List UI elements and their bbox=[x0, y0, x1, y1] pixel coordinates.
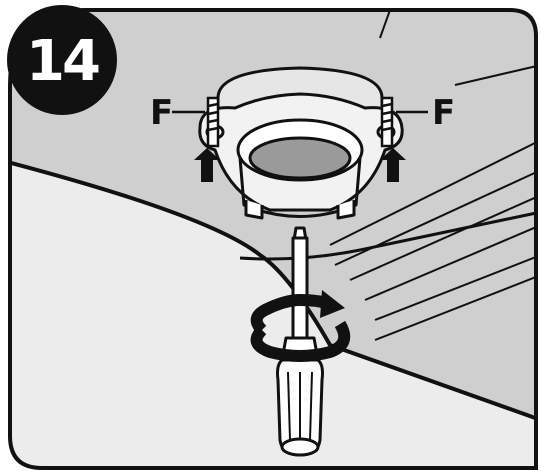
handle-groove-3 bbox=[309, 371, 313, 441]
left-callout-label: F bbox=[150, 93, 173, 133]
screwdriver-shaft bbox=[291, 236, 309, 340]
rotate-arrow-head bbox=[320, 290, 345, 318]
step-badge: 14 bbox=[7, 5, 117, 115]
screwdriver-icon bbox=[276, 226, 324, 457]
shading-lines bbox=[329, 10, 536, 341]
mounting-screws bbox=[206, 96, 394, 148]
counter-panel bbox=[10, 158, 536, 468]
rotate-arrow-back bbox=[250, 293, 332, 335]
ring-tab-left bbox=[244, 200, 264, 220]
callouts: F F bbox=[150, 93, 455, 133]
step-number: 14 bbox=[26, 29, 99, 94]
left-up-arrow-icon bbox=[194, 148, 220, 182]
drain-opening-inner bbox=[248, 136, 352, 180]
right-mounting-screw bbox=[380, 96, 394, 148]
handle-end bbox=[280, 437, 320, 457]
ring-tab-right bbox=[336, 200, 356, 220]
right-up-arrow-icon bbox=[380, 148, 406, 182]
left-mounting-screw bbox=[206, 96, 220, 148]
handle-groove-1 bbox=[287, 371, 291, 441]
up-arrow-icon bbox=[194, 148, 406, 182]
rotate-arrow-icon bbox=[250, 290, 351, 362]
step-badge-circle bbox=[7, 5, 117, 115]
right-callout-label: F bbox=[432, 93, 455, 133]
rotate-arrow-front bbox=[250, 320, 351, 362]
